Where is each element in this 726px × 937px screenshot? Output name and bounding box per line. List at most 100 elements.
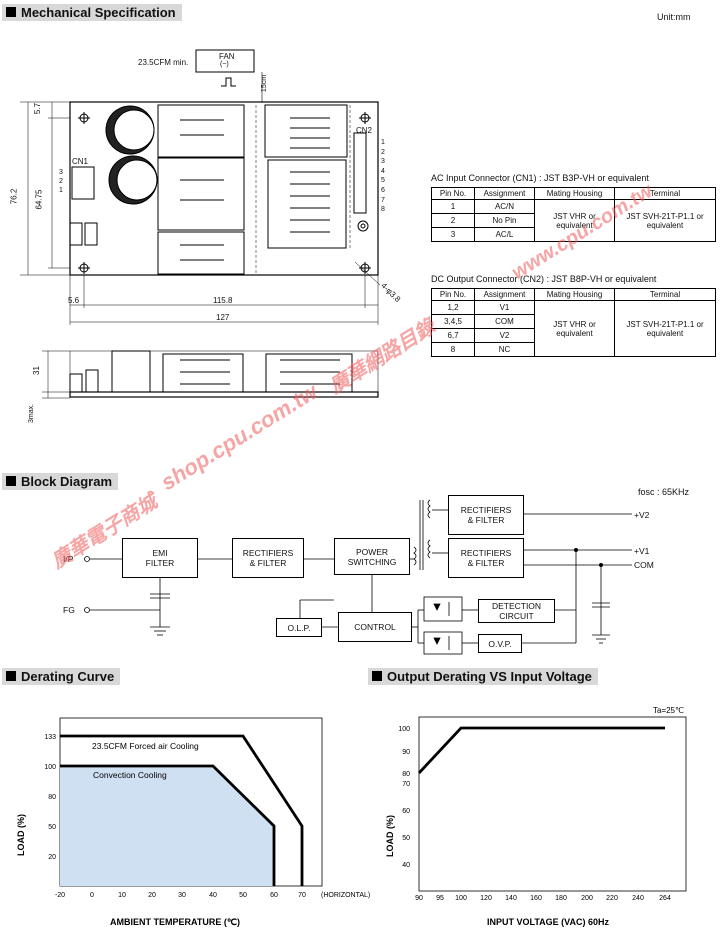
x-tick-label: 160 [530, 895, 542, 902]
cn2-pin: 4 [381, 167, 385, 175]
mechanical-section-title: Mechanical Specification [2, 4, 182, 21]
y-tick-label: 100 [398, 726, 410, 733]
dim-127: 127 [216, 313, 230, 322]
x-tick-label: 100 [455, 895, 467, 902]
x-axis-label: AMBIENT TEMPERATURE (℃) [110, 917, 240, 927]
y-tick-label: 60 [402, 808, 410, 815]
x-tick-label: 95 [436, 895, 444, 902]
y-tick-label: 90 [402, 749, 410, 756]
x-tick-label: 30 [178, 892, 186, 899]
cn1-label: CN1 [72, 157, 89, 166]
cfm-label: 23.5CFM min. [138, 58, 189, 67]
x-tick-label: 220 [606, 895, 618, 902]
x-unit-label: (HORIZONTAL) [321, 892, 370, 899]
unit-label: Unit:mm [657, 12, 691, 22]
cn2-pin: 3 [381, 158, 385, 166]
x-tick-label: 20 [148, 892, 156, 899]
ip-label: I/P [63, 554, 74, 564]
forced-air-line [60, 734, 304, 886]
cn2-pin: 7 [381, 196, 385, 204]
y-tick-label: 133 [44, 734, 56, 741]
cn2-pin: 6 [381, 186, 385, 194]
load-line [417, 726, 665, 774]
y-axis-label: LOAD (%) [385, 815, 395, 857]
dim-5-6: 5.6 [68, 296, 80, 305]
x-tick-label: 180 [555, 895, 567, 902]
housing-cell: JST VHR or equivalent [534, 199, 615, 242]
cn2-pin: 1 [381, 139, 385, 146]
cn2-table: Pin No. Assignment Mating Housing Termin… [431, 288, 716, 357]
power-switching-block: POWER SWITCHING [334, 538, 410, 575]
x-tick-label: 10 [118, 892, 126, 899]
y-tick-label: 80 [48, 794, 56, 801]
v1-output-label: +V1 [634, 546, 650, 556]
output-derating-section-title: Output Derating VS Input Voltage [368, 668, 598, 685]
ovp-block: O.V.P. [478, 634, 522, 653]
x-tick-label: 140 [505, 895, 517, 902]
plot-frame [418, 716, 687, 892]
y-tick-label: 50 [48, 824, 56, 831]
x-tick-label: 200 [581, 895, 593, 902]
x-tick-label: 0 [90, 892, 94, 899]
fan-sub-label: (~) [220, 61, 229, 68]
cn1-pin: 1 [59, 187, 63, 194]
y-tick-label: 20 [48, 854, 56, 861]
x-tick-label: 40 [209, 892, 217, 899]
y-tick-label: 80 [402, 771, 410, 778]
series-label: Convection Cooling [93, 770, 167, 780]
cn2-pins: 1 2 3 4 5 6 7 8 [381, 138, 385, 215]
x-tick-label: 70 [298, 892, 306, 899]
cn2-pin: 8 [381, 206, 385, 214]
y-tick-label: 50 [402, 835, 410, 842]
cn1-table-title: AC Input Connector (CN1) : JST B3P-VH or… [431, 173, 649, 183]
cn2-pin: 2 [381, 148, 385, 156]
cn2-table-title: DC Output Connector (CN2) : JST B8P-VH o… [431, 274, 657, 284]
fan-label: FAN [219, 52, 235, 61]
fg-label: FG [63, 605, 75, 615]
x-tick-label: 60 [270, 892, 278, 899]
x-axis-label: INPUT VOLTAGE (VAC) 60Hz [487, 917, 610, 927]
y-tick-label: 70 [402, 781, 410, 788]
cn1-table: Pin No. Assignment Mating Housing Termin… [431, 187, 716, 242]
v1-rectifier-block: RECTIFIERS & FILTER [448, 538, 524, 578]
x-tick-label: 240 [632, 895, 644, 902]
x-tick-label: -20 [55, 892, 65, 899]
cn1-pin: 2 [59, 178, 63, 185]
x-tick-label: 264 [659, 895, 671, 902]
derating-curve-section-title: Derating Curve [2, 668, 121, 685]
dim-115-8: 115.8 [213, 296, 233, 305]
y-axis-label: LOAD (%) [16, 814, 26, 856]
v2-output-label: +V2 [634, 510, 650, 520]
y-tick-label: 100 [44, 764, 56, 771]
olp-block: O.L.P. [276, 618, 322, 637]
x-tick-label: 120 [480, 895, 492, 902]
detection-circuit-block: DETECTION CIRCUIT [478, 599, 555, 623]
x-tick-label: 50 [239, 892, 247, 899]
x-tick-label: 90 [415, 895, 423, 902]
housing-cell: JST VHR or equivalent [534, 300, 615, 357]
block-diagram-section-title: Block Diagram [2, 473, 119, 490]
series-label: 23.5CFM Forced air Cooling [92, 741, 199, 751]
y-tick-label: 40 [402, 862, 410, 869]
terminal-cell: JST SVH-21T-P1.1 or equivalent [614, 300, 716, 357]
ta-note: Ta=25℃ [653, 706, 684, 715]
convection-line [60, 764, 276, 886]
control-block: CONTROL [338, 612, 412, 642]
v2-rectifier-block: RECTIFIERS & FILTER [448, 495, 524, 535]
cn2-pin: 5 [381, 177, 385, 185]
convection-area [60, 766, 274, 886]
fosc-label: fosc : 65KHz [638, 487, 690, 497]
emi-filter-block: EMI FILTER [122, 538, 198, 578]
input-rectifier-block: RECTIFIERS & FILTER [232, 538, 304, 578]
